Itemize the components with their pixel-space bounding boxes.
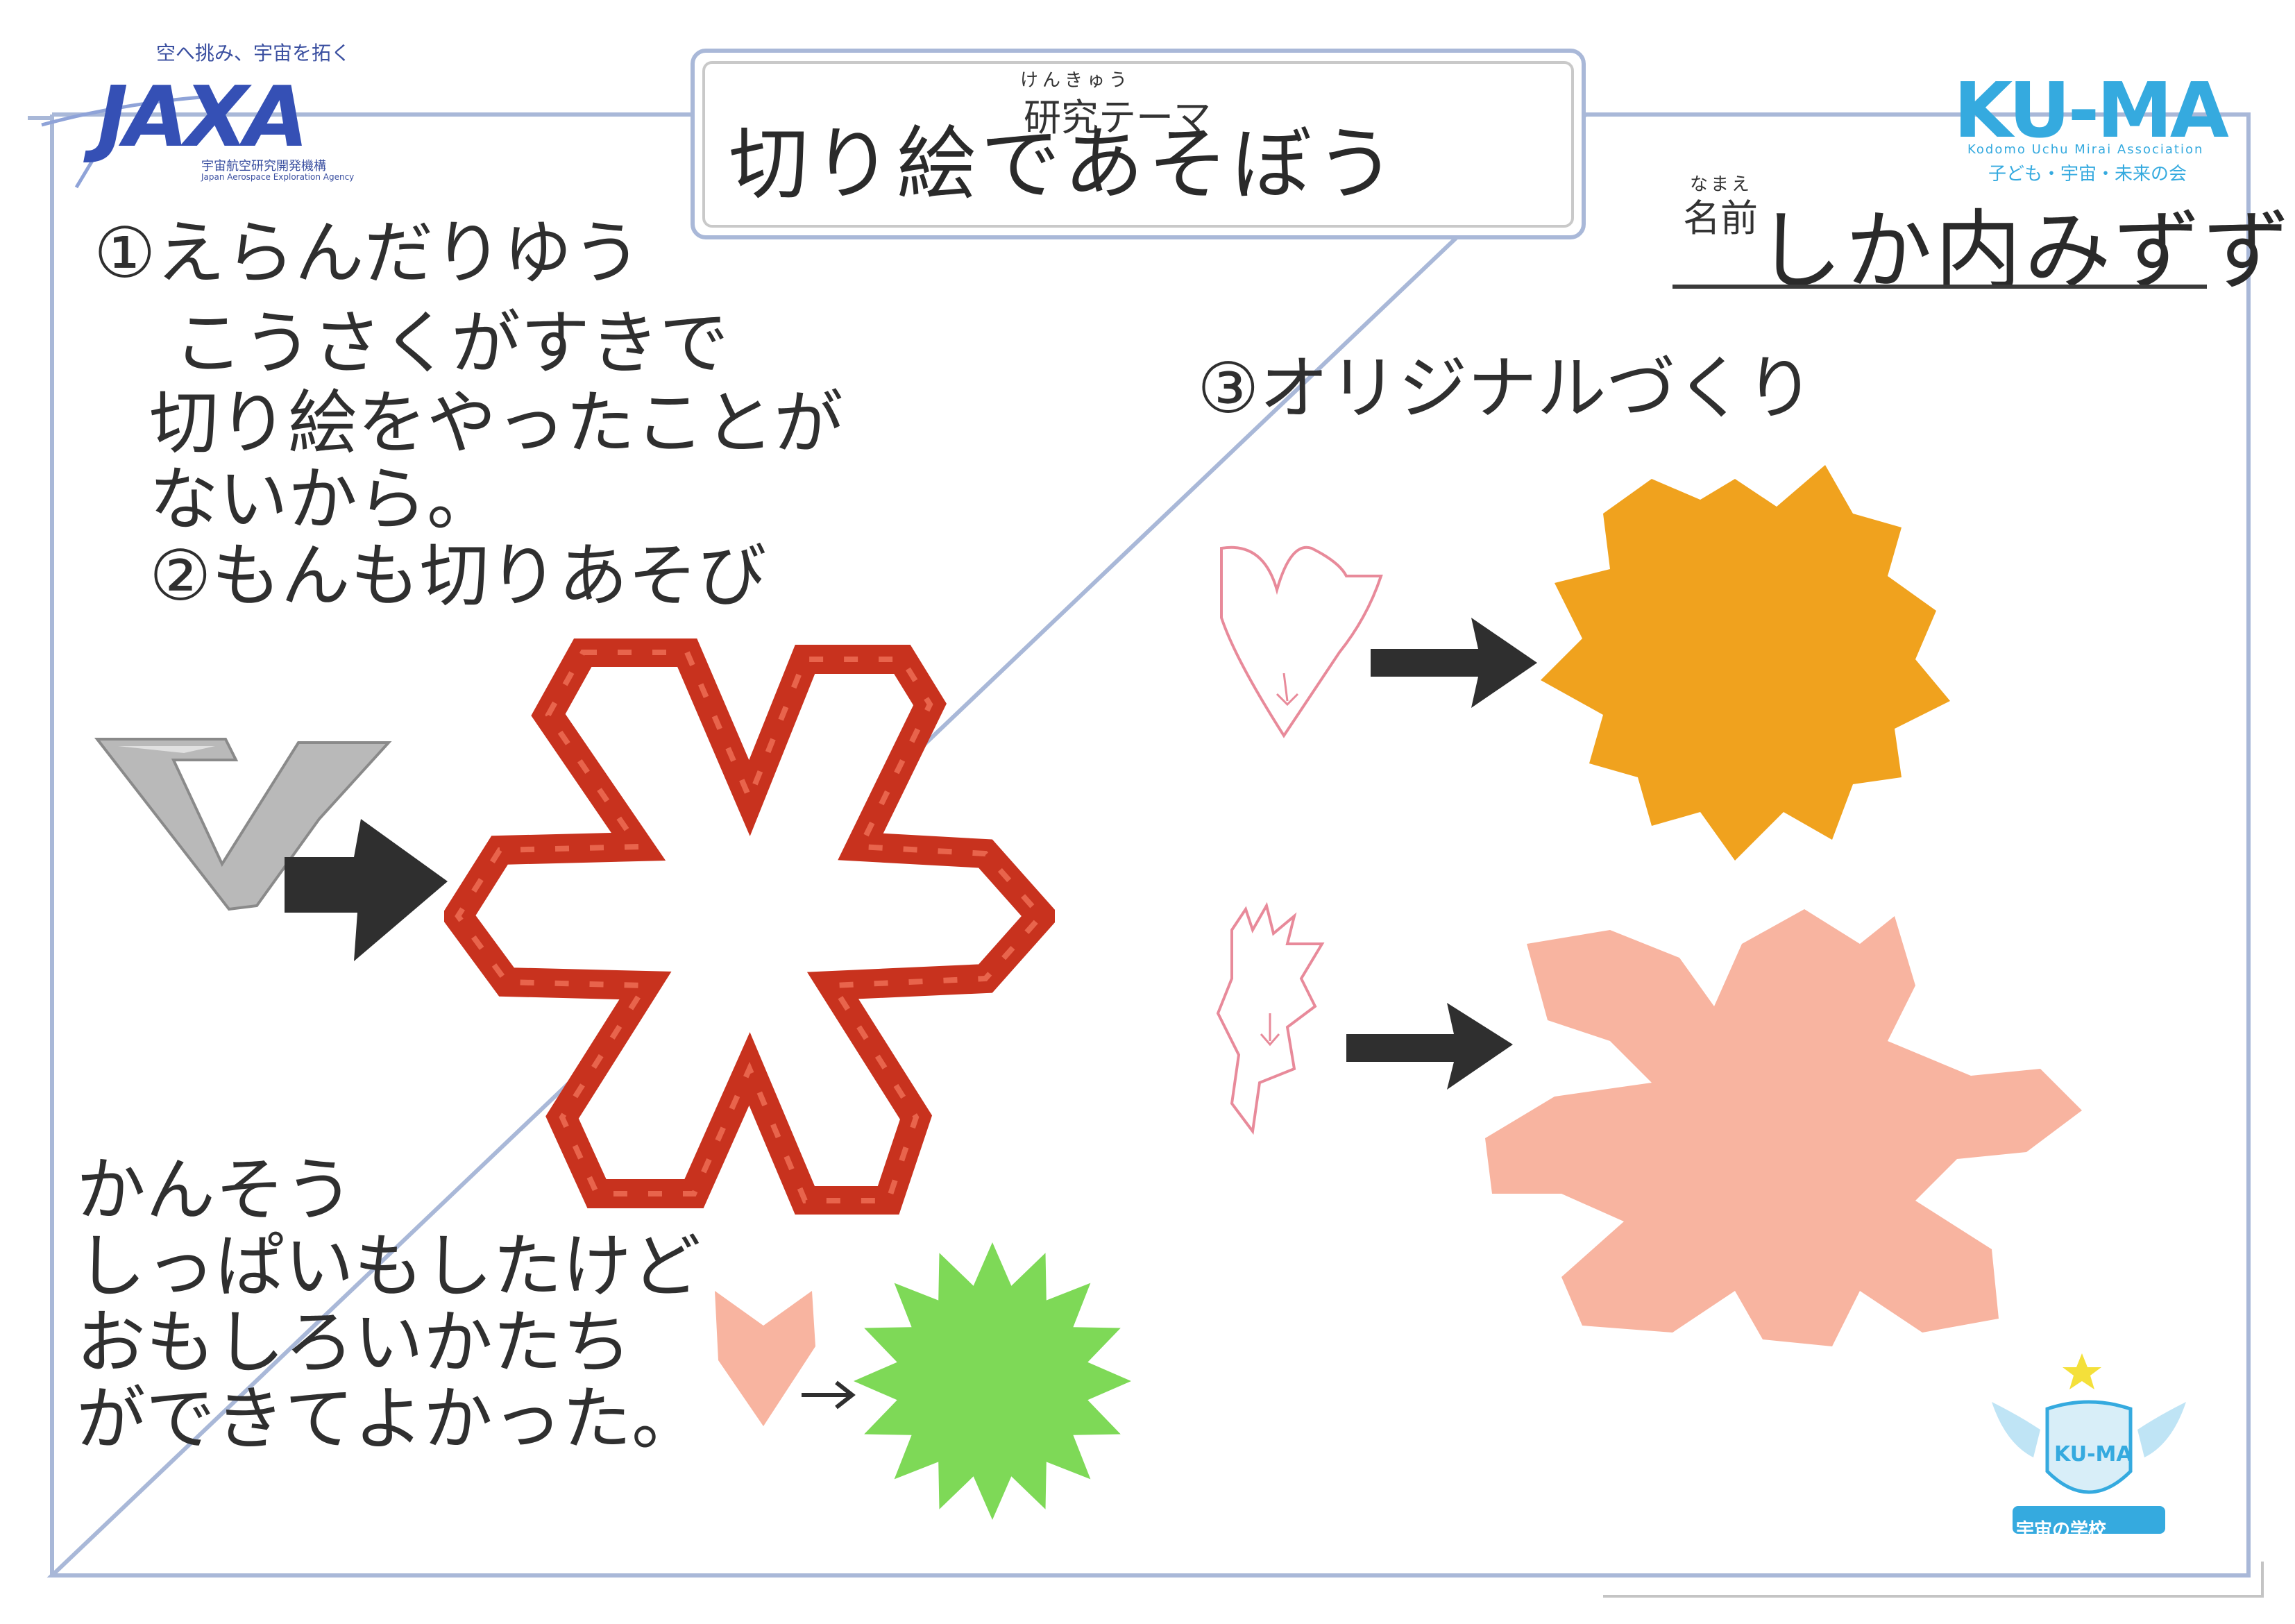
- reason-line-4: ないから。: [149, 459, 496, 540]
- impression-line-2: おもしろいかたち: [76, 1302, 632, 1383]
- theme-ruby: けんきゅう: [1020, 70, 1132, 91]
- orange-flower-cutout: [1541, 465, 1950, 861]
- name-underline: [1672, 285, 2207, 289]
- impression-line-3: ができてよかった。: [76, 1378, 701, 1460]
- theme-box: [691, 49, 1586, 239]
- impression-title: かんそう: [76, 1149, 354, 1230]
- pink-hands-cutout: [1485, 909, 2082, 1346]
- theme-label: 研究テーマ: [1024, 96, 1211, 139]
- arrow-right-icon: [1371, 618, 1537, 708]
- small-arrow-icon: [802, 1380, 856, 1410]
- name-ruby: なまえ: [1690, 174, 1753, 195]
- jaxa-subtitle-en: Japan Aerospace Exploration Agency: [201, 172, 355, 182]
- jaxa-tagline: 空へ挑み、宇宙を拓く: [156, 42, 351, 65]
- kuma-logo: KU-MA: [1954, 66, 2229, 155]
- arrow-right-icon: [1346, 1003, 1513, 1090]
- green-starburst-cutout: [854, 1242, 1131, 1520]
- red-asterisk-cutout: [444, 638, 1055, 1215]
- theme-box-inner: [702, 61, 1574, 228]
- reason-line-5: ②もんも切りあそび: [149, 535, 767, 616]
- stamp-text: 宇宙の学校: [2016, 1520, 2107, 1541]
- small-pink-heart: [715, 1291, 815, 1426]
- silver-fold-shape: [94, 738, 392, 911]
- kuma-subtitle-en: Kodomo Uchu Mirai Association: [1967, 142, 2204, 157]
- jaxa-swoosh-icon: [41, 95, 202, 189]
- reason-line-2: こうさくがすきで: [173, 303, 729, 384]
- arrow-right-icon: [285, 819, 448, 961]
- section3-heading: ③オリジナルづくり: [1197, 348, 1815, 429]
- jaxa-logo: JAXA: [97, 69, 309, 166]
- reason-line-1: ①えらんだりゆう: [94, 212, 642, 294]
- name-label: 名前: [1683, 196, 1758, 240]
- kuma-subtitle-jp: 子ども・宇宙・未来の会: [1988, 164, 2187, 185]
- kuma-school-stamp: [1992, 1353, 2186, 1534]
- impression-line-1: しっぱいもしたけど: [76, 1226, 701, 1307]
- jaxa-subtitle-jp: 宇宙航空研究開発機構: [201, 159, 326, 174]
- stamp-logo: KU-MA: [2054, 1442, 2133, 1466]
- theme-title: 切り絵であそぼう: [729, 118, 1400, 211]
- reason-line-3: 切り絵をやったことが: [149, 382, 843, 464]
- hand-outline-sketch: [1216, 902, 1325, 1135]
- name-value: しか内みずず: [1756, 201, 2293, 302]
- heart-outline-sketch: [1220, 545, 1383, 738]
